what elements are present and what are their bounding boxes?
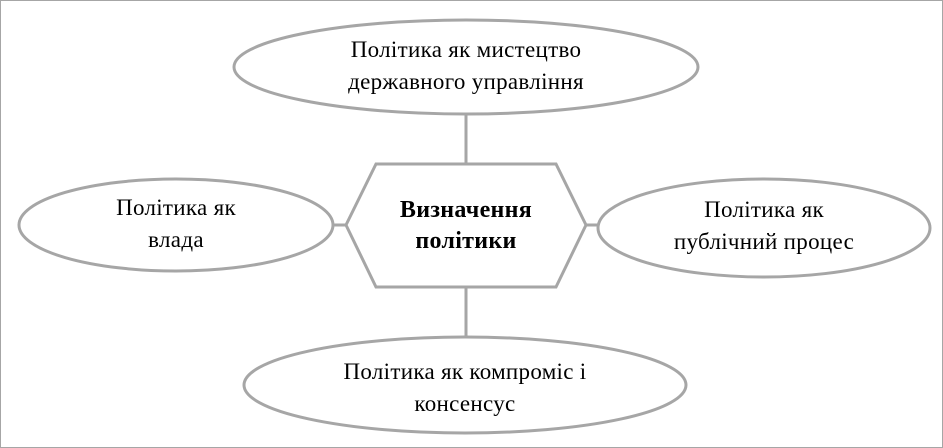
node-top-line2: державного управління	[348, 69, 584, 94]
node-right-line1: Політика як	[704, 197, 824, 222]
node-top-line1: Політика як мистецтво	[350, 37, 582, 62]
node-left-shape	[17, 177, 335, 273]
center-line1: Визначення	[399, 197, 533, 223]
node-right-label: Політика як публічний процес	[644, 190, 884, 262]
node-top-shape	[232, 18, 700, 116]
node-bottom-label: Політика як компроміс і консенсус	[265, 352, 665, 424]
node-bottom-shape	[242, 335, 688, 435]
node-left-line1: Політика як	[116, 195, 236, 220]
center-label: Визначення політики	[366, 190, 566, 262]
node-top-label: Політика як мистецтво державного управлі…	[266, 30, 666, 102]
center-line2: політики	[415, 228, 517, 254]
node-left-line2: влада	[148, 227, 204, 252]
node-left-label: Політика як влада	[76, 188, 276, 260]
node-right-line2: публічний процес	[673, 229, 855, 254]
node-bottom-line2: консенсус	[414, 391, 516, 416]
node-right-shape	[596, 177, 932, 279]
center-hexagon-shape	[344, 162, 588, 289]
node-bottom-line1: Політика як компроміс і	[343, 359, 587, 384]
